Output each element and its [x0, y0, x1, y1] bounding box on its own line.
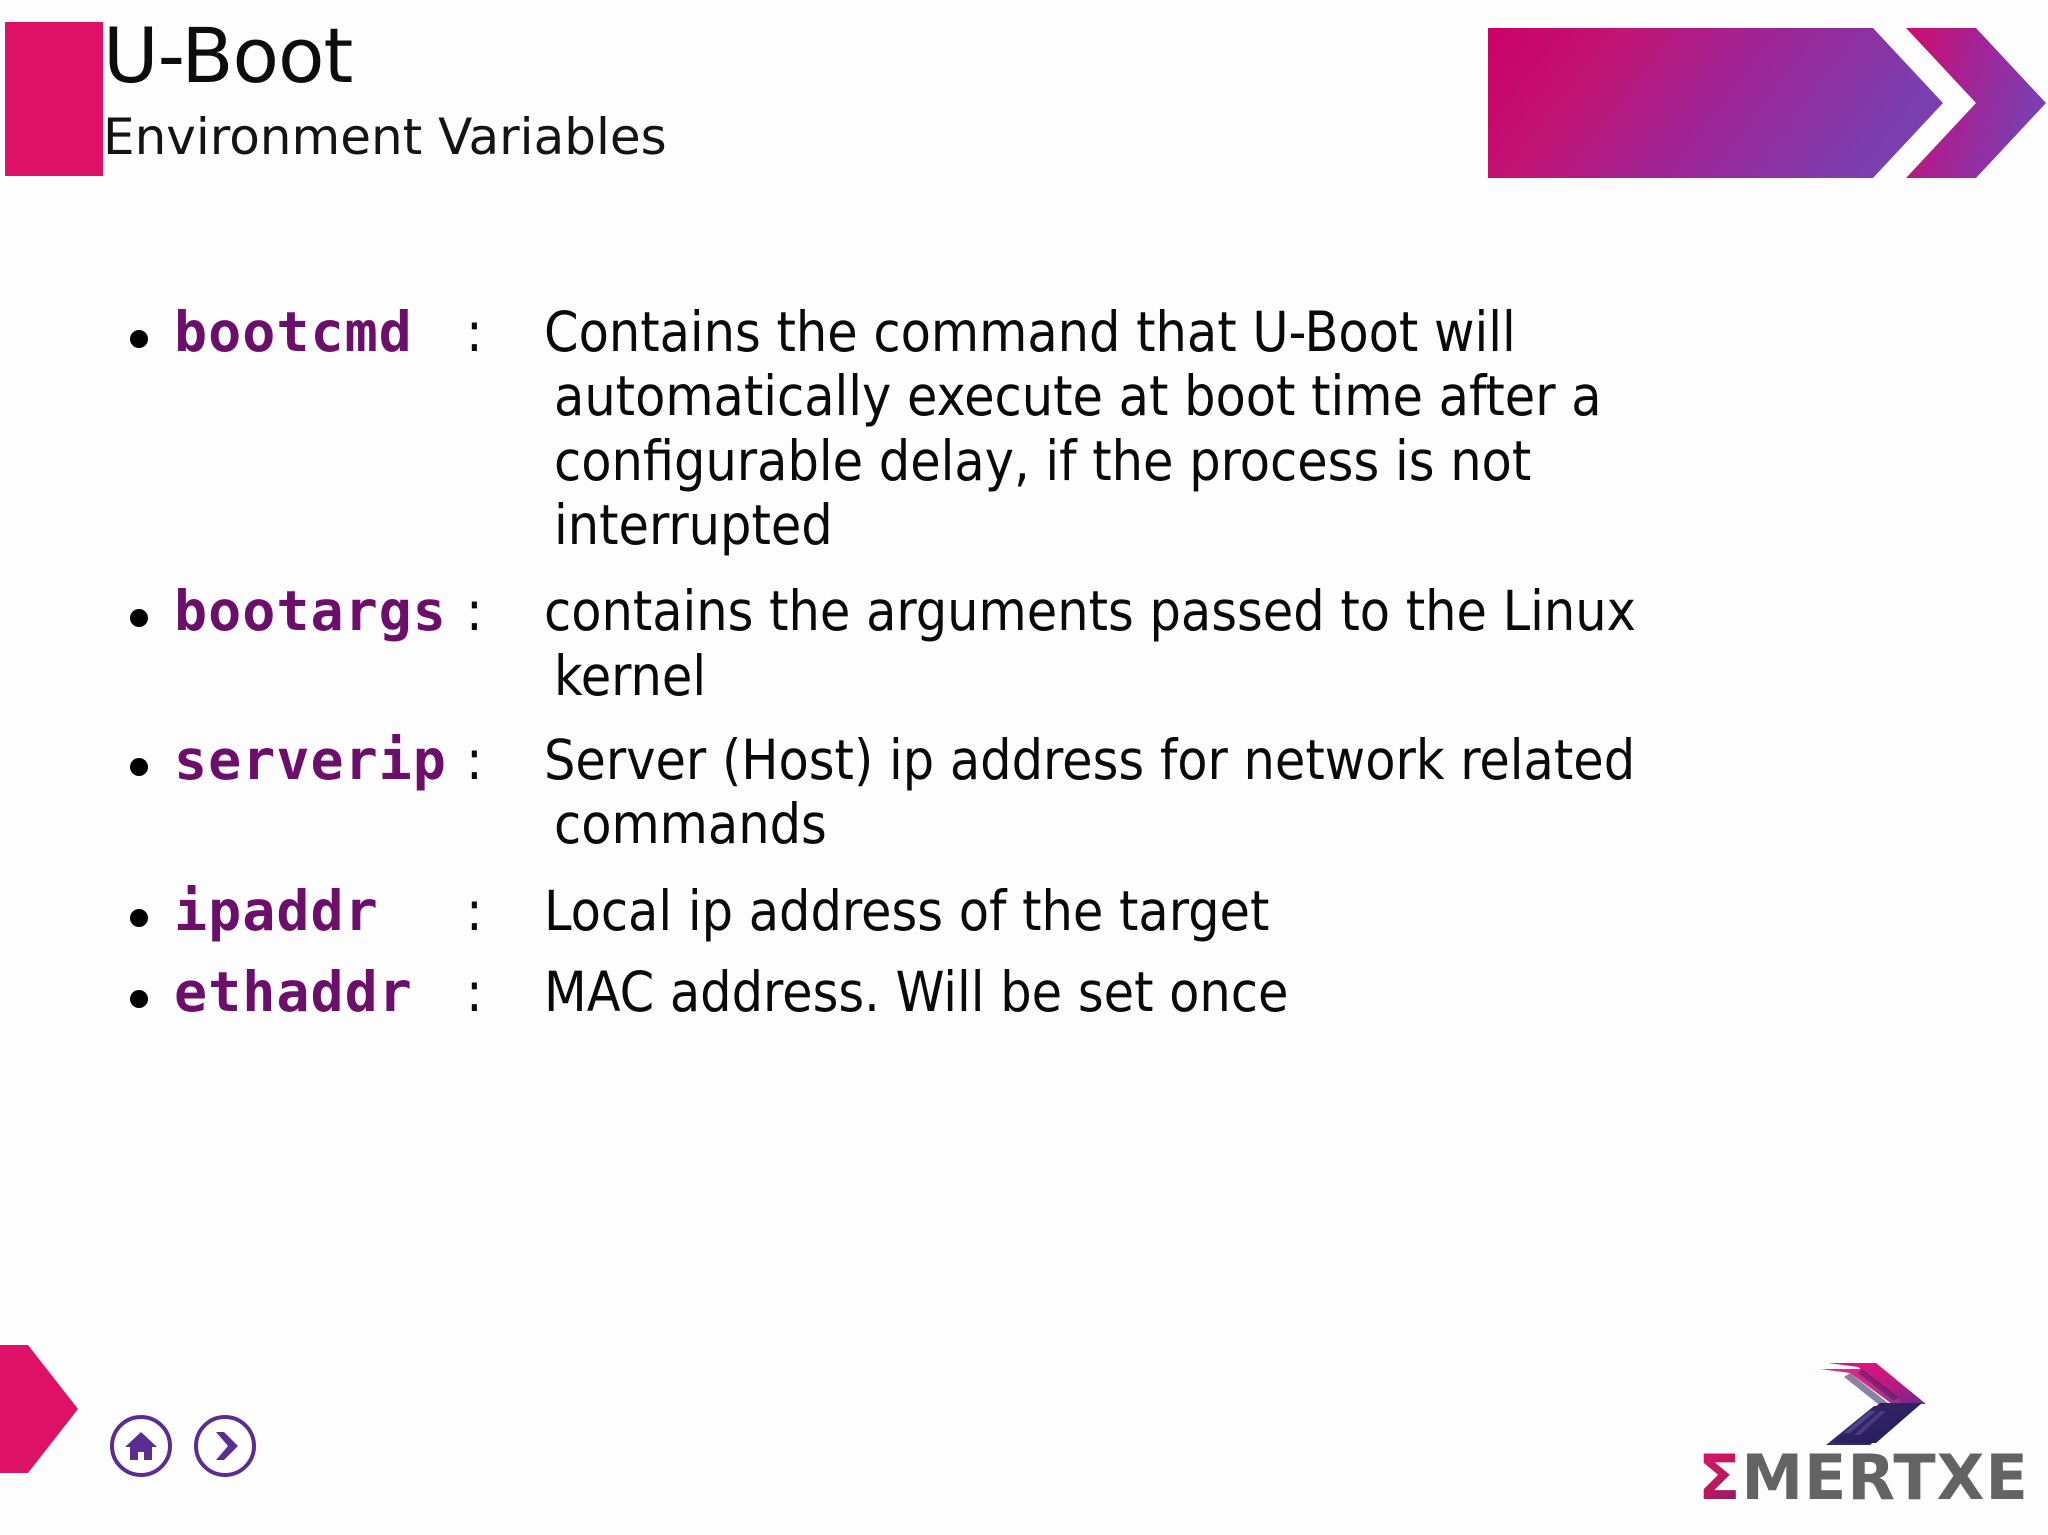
variable-description: MAC address. Will be set once [544, 959, 1289, 1024]
pink-arrow-icon [0, 1345, 78, 1473]
variable-description: Server (Host) ip address for network rel… [544, 728, 1636, 857]
separator-colon: : [466, 300, 483, 364]
variable-description: contains the arguments passed to the Lin… [544, 579, 1636, 708]
emertxe-logo: ΣMERTXE [1698, 1363, 2028, 1513]
variable-description-cell: : Local ip address of the target [466, 878, 1680, 943]
variable-description-cell: : MAC address. Will be set once [466, 959, 1680, 1024]
home-button[interactable] [110, 1415, 172, 1477]
separator-colon: : [466, 878, 483, 943]
emertxe-wordmark: ΣMERTXE [1698, 1447, 2028, 1509]
slide-header: U-Boot Environment Variables [0, 0, 2048, 240]
page-title: U-Boot [103, 11, 353, 100]
bullet-dot-icon [130, 758, 148, 777]
variable-name: ethaddr [174, 959, 413, 1024]
list-item: ethaddr : MAC address. Will be set once [0, 960, 2048, 1025]
header-chevron-banner [1488, 28, 2048, 178]
page-subtitle: Environment Variables [103, 108, 667, 166]
list-item: bootcmd : Contains the command that U-Boo… [0, 300, 2048, 557]
home-icon [125, 1432, 157, 1460]
variable-name: bootargs [174, 579, 447, 644]
next-button[interactable] [194, 1415, 256, 1477]
title-accent-bar [5, 22, 103, 176]
emertxe-chevron [1810, 1363, 1930, 1445]
next-arrow-icon [216, 1432, 238, 1460]
variable-description-cell: : Server (Host) ip address for network re… [466, 728, 1680, 857]
variable-description-cell: : Contains the command that U-Boot will a… [466, 300, 1680, 558]
variable-description: Local ip address of the target [544, 878, 1270, 943]
emertxe-sigma: Σ [1698, 1441, 1742, 1514]
footer-arrow-shape [0, 1345, 80, 1473]
variable-label-cell: bootargs [0, 579, 500, 644]
separator-colon: : [466, 959, 483, 1024]
list-item: ipaddr : Local ip address of the target [0, 879, 2048, 944]
variable-name: serverip [174, 728, 447, 793]
variables-list: bootcmd : Contains the command that U-Boo… [0, 300, 2048, 1025]
emertxe-chevron-icon [1820, 1363, 1926, 1445]
list-item: bootargs : contains the arguments passed … [0, 579, 2048, 708]
variable-label-cell: serverip [0, 728, 500, 793]
emertxe-word: MERTXE [1741, 1441, 2029, 1514]
variable-name: ipaddr [174, 878, 379, 943]
bullet-dot-icon [130, 989, 148, 1008]
variable-label-cell: ethaddr [0, 960, 500, 1025]
chevron-banner-icon [1488, 28, 2046, 178]
bullet-dot-icon [130, 908, 148, 927]
variable-description-cell: : contains the arguments passed to the Li… [466, 579, 1680, 708]
title-block: U-Boot Environment Variables [103, 11, 667, 166]
separator-colon: : [466, 579, 483, 644]
variable-name: bootcmd [174, 300, 413, 364]
bullet-dot-icon [130, 609, 148, 628]
separator-colon: : [466, 728, 483, 793]
bullet-dot-icon [130, 330, 148, 348]
list-item: serverip : Server (Host) ip address for n… [0, 728, 2048, 857]
variable-description: Contains the command that U-Boot will au… [544, 300, 1602, 558]
variable-label-cell: bootcmd [0, 300, 500, 365]
variable-label-cell: ipaddr [0, 879, 500, 944]
footer-nav-icons [110, 1415, 256, 1477]
